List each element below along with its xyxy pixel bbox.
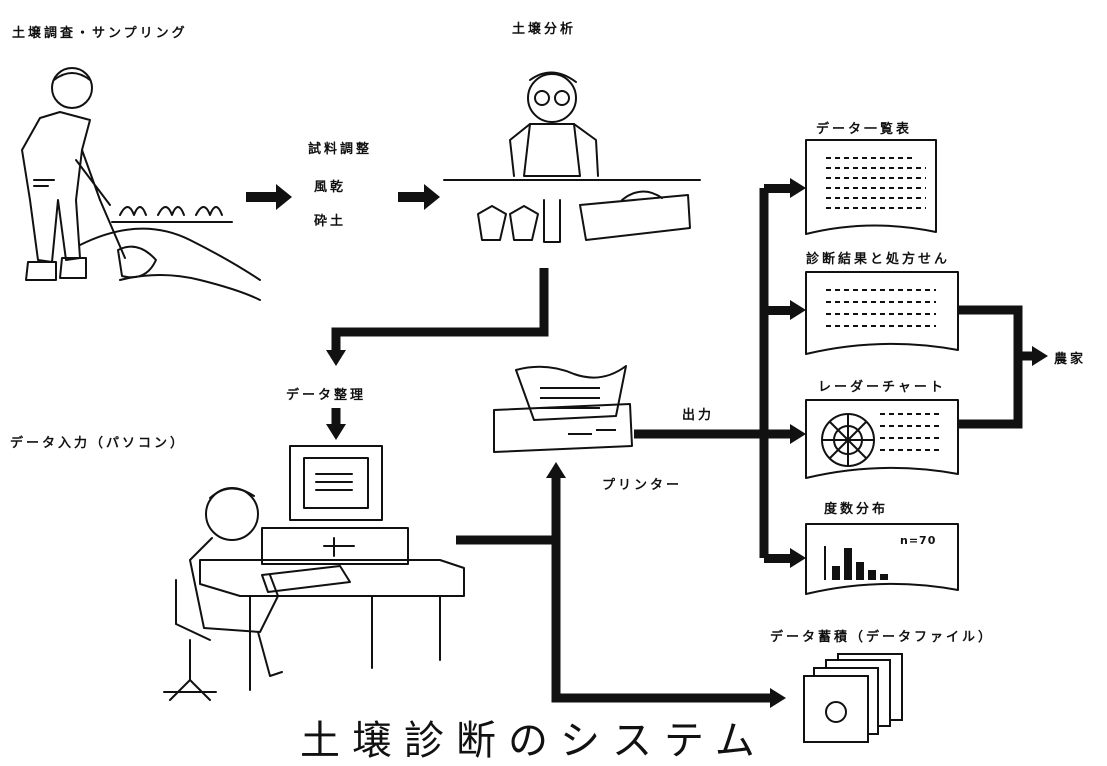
label-output: 出力	[682, 408, 715, 423]
label-freq-n: n=70	[900, 534, 937, 547]
flow-analysis-to-arrange	[331, 268, 549, 352]
label-data-arrange: データ整理	[286, 388, 367, 403]
soil-sampling-illustration	[21, 67, 261, 301]
document-text-lines	[826, 157, 940, 451]
label-radar-chart: レーダーチャート	[818, 380, 946, 395]
label-crush-soil: 砕土	[314, 214, 347, 229]
flow-arrows-top	[246, 184, 440, 210]
arrowhead-down-2	[326, 424, 346, 440]
frequency-bars-drawing	[824, 546, 888, 580]
label-data-list: データ一覧表	[816, 122, 913, 137]
arrowhead-up-printer	[546, 462, 566, 478]
flow-printer-to-storage	[551, 476, 772, 703]
label-soil-sampling: 土壌調査・サンプリング	[12, 26, 188, 41]
label-sample-prep: 試料調整	[308, 142, 373, 157]
label-data-storage: データ蓄積（データファイル）	[770, 630, 995, 645]
arrowhead-right-storage	[770, 688, 786, 708]
soil-analysis-illustration	[443, 71, 701, 243]
arrowhead-down-1	[326, 350, 346, 366]
arrowhead-right-farmer	[1032, 346, 1048, 366]
label-frequency-distribution: 度数分布	[824, 502, 889, 517]
flow-to-farmer	[958, 305, 1034, 429]
data-input-illustration	[163, 445, 465, 701]
label-diagnosis-prescription: 診断結果と処方せん	[806, 252, 951, 267]
label-soil-analysis: 土壌分析	[512, 22, 577, 37]
diagram-title: 土壌診断のシステム	[300, 718, 767, 764]
label-printer: プリンター	[602, 478, 683, 493]
printer-illustration	[493, 365, 633, 453]
label-air-dry: 風乾	[314, 180, 347, 195]
floppy-disk-stack	[803, 653, 903, 743]
label-farmer: 農家	[1054, 352, 1087, 367]
output-branches	[764, 178, 806, 568]
radar-chart-drawing	[821, 413, 875, 467]
label-data-input: データ入力（パソコン）	[10, 436, 187, 451]
